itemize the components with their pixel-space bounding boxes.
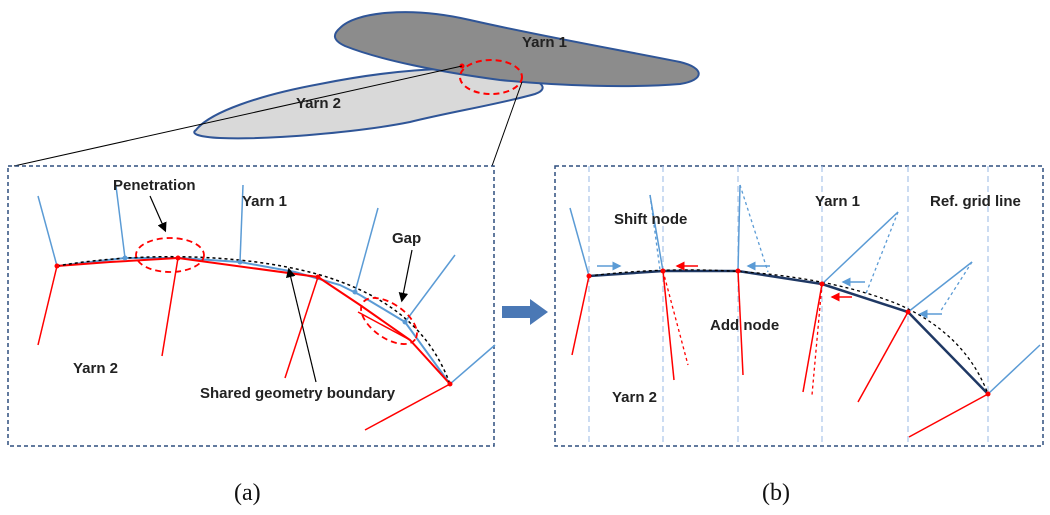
yarn2-section xyxy=(193,67,544,140)
shared-boundary-label: Shared geometry boundary xyxy=(200,385,396,402)
shared-boundary-a xyxy=(56,255,451,385)
panel-b-yarn1-label: Yarn 1 xyxy=(815,193,860,210)
caption-b: (b) xyxy=(762,480,790,506)
ref-grid-lines xyxy=(588,166,989,446)
yarn2-normals-a xyxy=(37,257,451,431)
yarn1-normals-a xyxy=(37,184,496,385)
added-normals-b xyxy=(662,270,823,396)
yarn1-nodes-a xyxy=(122,255,408,325)
penetration-label: Penetration xyxy=(113,177,196,194)
panel-a-yarn2-label: Yarn 2 xyxy=(73,360,118,377)
contact-zone-ellipse xyxy=(459,59,523,95)
transition-arrow xyxy=(502,299,548,325)
shared-boundary-b xyxy=(588,269,989,395)
panel-b-frame xyxy=(554,165,1044,447)
yarn1-section xyxy=(334,11,700,88)
add-node-label: Add node xyxy=(710,317,779,334)
ref-grid-label: Ref. grid line xyxy=(930,193,1021,210)
panel-b: Shift node Yarn 1 Ref. grid line Add nod… xyxy=(554,165,1044,447)
shifted-normals-b xyxy=(649,184,973,313)
nodes-b xyxy=(586,268,991,397)
panel-a-yarn1-label: Yarn 1 xyxy=(242,193,287,210)
gap-ellipse xyxy=(360,297,418,345)
shift-arrows xyxy=(597,261,942,319)
panel-a: Penetration Gap Yarn 1 Yarn 2 Shared geo… xyxy=(7,165,496,447)
panel-b-yarn2-label: Yarn 2 xyxy=(612,389,657,406)
top-yarn2-label: Yarn 2 xyxy=(296,95,341,112)
top-yarn-sections: Yarn 1 Yarn 2 xyxy=(13,11,700,167)
shift-node-label: Shift node xyxy=(614,211,687,228)
gap-label: Gap xyxy=(392,230,421,247)
yarn2-normals-b xyxy=(571,270,989,438)
caption-a: (a) xyxy=(234,480,261,506)
top-yarn1-label: Yarn 1 xyxy=(522,34,567,51)
panel-a-frame xyxy=(7,165,495,447)
yarn2-nodes-a xyxy=(54,255,453,387)
penetration-ellipse xyxy=(135,237,205,273)
